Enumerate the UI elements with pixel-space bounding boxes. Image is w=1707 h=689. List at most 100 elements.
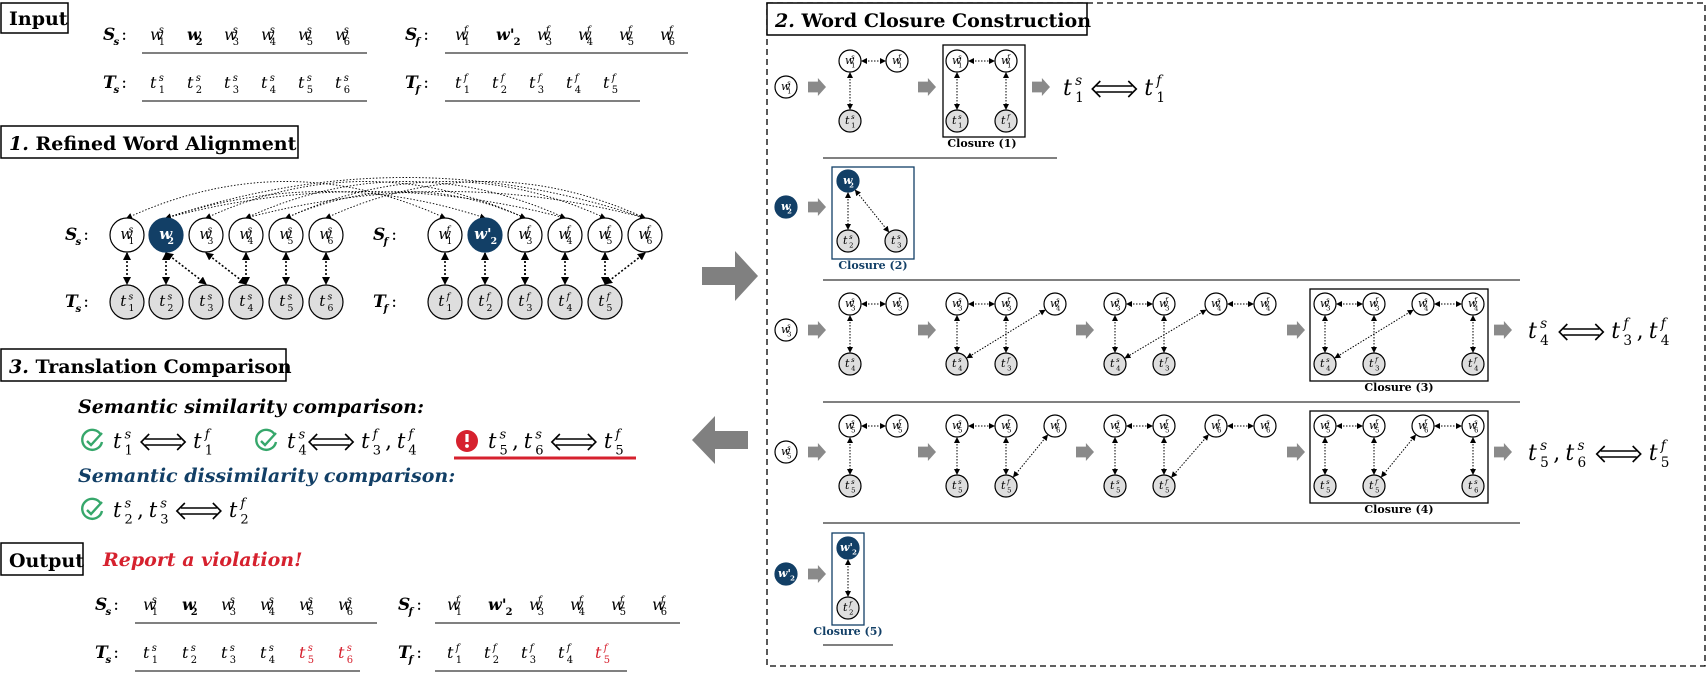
svg-text:4: 4 — [269, 655, 275, 666]
svg-text:t: t — [113, 498, 122, 522]
svg-text:2: 2 — [501, 85, 507, 96]
svg-text:w: w — [1369, 419, 1379, 432]
svg-text:6: 6 — [344, 37, 350, 48]
svg-text:w: w — [1159, 419, 1169, 432]
svg-text:f: f — [1006, 478, 1011, 486]
svg-text:w: w — [299, 595, 313, 614]
svg-text:w: w — [952, 297, 962, 310]
svg-text:5: 5 — [500, 444, 508, 459]
svg-text:f: f — [492, 643, 499, 654]
svg-text:s: s — [270, 25, 275, 36]
svg-text:3: 3 — [527, 303, 533, 314]
svg-text:w: w — [239, 225, 252, 243]
alignment-title: 1. Refined Word Alignment — [9, 133, 297, 155]
svg-text:f: f — [239, 497, 247, 512]
svg-text:4: 4 — [1540, 333, 1549, 349]
flow-arrow — [1287, 443, 1305, 461]
svg-text:S: S — [373, 225, 385, 245]
equivalence-arrow — [1595, 445, 1642, 463]
closure-node — [836, 229, 860, 253]
svg-text:w: w — [570, 595, 584, 614]
svg-text:t: t — [524, 429, 533, 453]
followup-word-node — [507, 217, 543, 253]
svg-text:s: s — [76, 236, 82, 248]
svg-text:4: 4 — [269, 607, 275, 618]
closure-node — [1103, 352, 1127, 376]
svg-text:s: s — [159, 25, 164, 36]
svg-text:5: 5 — [1007, 427, 1011, 435]
alignment-edge — [205, 252, 247, 285]
svg-text:f: f — [1265, 296, 1270, 304]
node-label: w3s — [781, 322, 791, 338]
word-token: w'2 — [496, 25, 521, 48]
svg-text:f: f — [537, 73, 544, 84]
svg-text:f: f — [897, 53, 902, 61]
svg-text:2: 2 — [487, 303, 493, 314]
svg-text:5: 5 — [307, 37, 313, 48]
svg-text:f: f — [1473, 356, 1478, 364]
svg-text:f: f — [446, 291, 452, 302]
svg-text:t: t — [566, 73, 573, 92]
alignment-edge — [854, 189, 890, 233]
node-label: w6s — [1468, 418, 1478, 434]
svg-text:3: 3 — [160, 513, 168, 528]
alignment-edge — [1380, 434, 1417, 478]
svg-text:s: s — [168, 291, 173, 302]
svg-text:w: w — [1001, 297, 1011, 310]
svg-text:3: 3 — [787, 331, 791, 339]
cross-alignment-edge — [126, 181, 446, 219]
flow-arrow — [1076, 321, 1094, 339]
svg-text:5: 5 — [1375, 427, 1379, 435]
svg-text:4: 4 — [1661, 333, 1670, 349]
closure-node — [994, 109, 1018, 133]
svg-text:4: 4 — [1424, 305, 1428, 313]
svg-text:w: w — [319, 225, 332, 243]
node-label: w5s — [1110, 418, 1120, 434]
svg-text::: : — [391, 225, 397, 245]
svg-text:f: f — [1216, 418, 1221, 426]
closure-node — [1313, 352, 1337, 376]
svg-text:f: f — [408, 654, 415, 666]
svg-text:1: 1 — [958, 122, 962, 130]
svg-text:t: t — [143, 643, 150, 662]
closure-label: Closure (1) — [947, 137, 1016, 150]
svg-text:t: t — [159, 292, 166, 310]
svg-text:s: s — [1116, 478, 1120, 486]
svg-text:1: 1 — [447, 236, 453, 247]
svg-text:1: 1 — [159, 85, 165, 96]
svg-text:w: w — [143, 595, 157, 614]
svg-text:5: 5 — [1165, 427, 1169, 435]
word-token: w6f — [652, 595, 667, 618]
followup-translation-node — [507, 284, 543, 320]
svg-text:w: w — [611, 595, 625, 614]
svg-text:s: s — [269, 595, 274, 606]
svg-text:3: 3 — [958, 305, 962, 313]
node-label: w5s — [781, 444, 791, 460]
closure-node — [1253, 414, 1277, 438]
svg-text:f: f — [545, 25, 552, 36]
svg-text:S: S — [95, 595, 107, 615]
svg-text:w: w — [455, 25, 469, 44]
closure-node — [838, 474, 862, 498]
word-token: w3s — [221, 595, 236, 618]
svg-text:4: 4 — [567, 655, 573, 666]
svg-text:3: 3 — [527, 236, 533, 247]
svg-text:s: s — [106, 606, 112, 618]
node-label: w5f — [1369, 418, 1379, 434]
svg-text:s: s — [129, 291, 134, 302]
svg-text:t: t — [1320, 357, 1325, 370]
svg-text:f: f — [1006, 113, 1011, 121]
svg-text:w: w — [952, 54, 962, 67]
svg-text:5: 5 — [288, 303, 294, 314]
svg-text:S: S — [405, 25, 417, 45]
equivalence-arrow — [175, 502, 222, 520]
